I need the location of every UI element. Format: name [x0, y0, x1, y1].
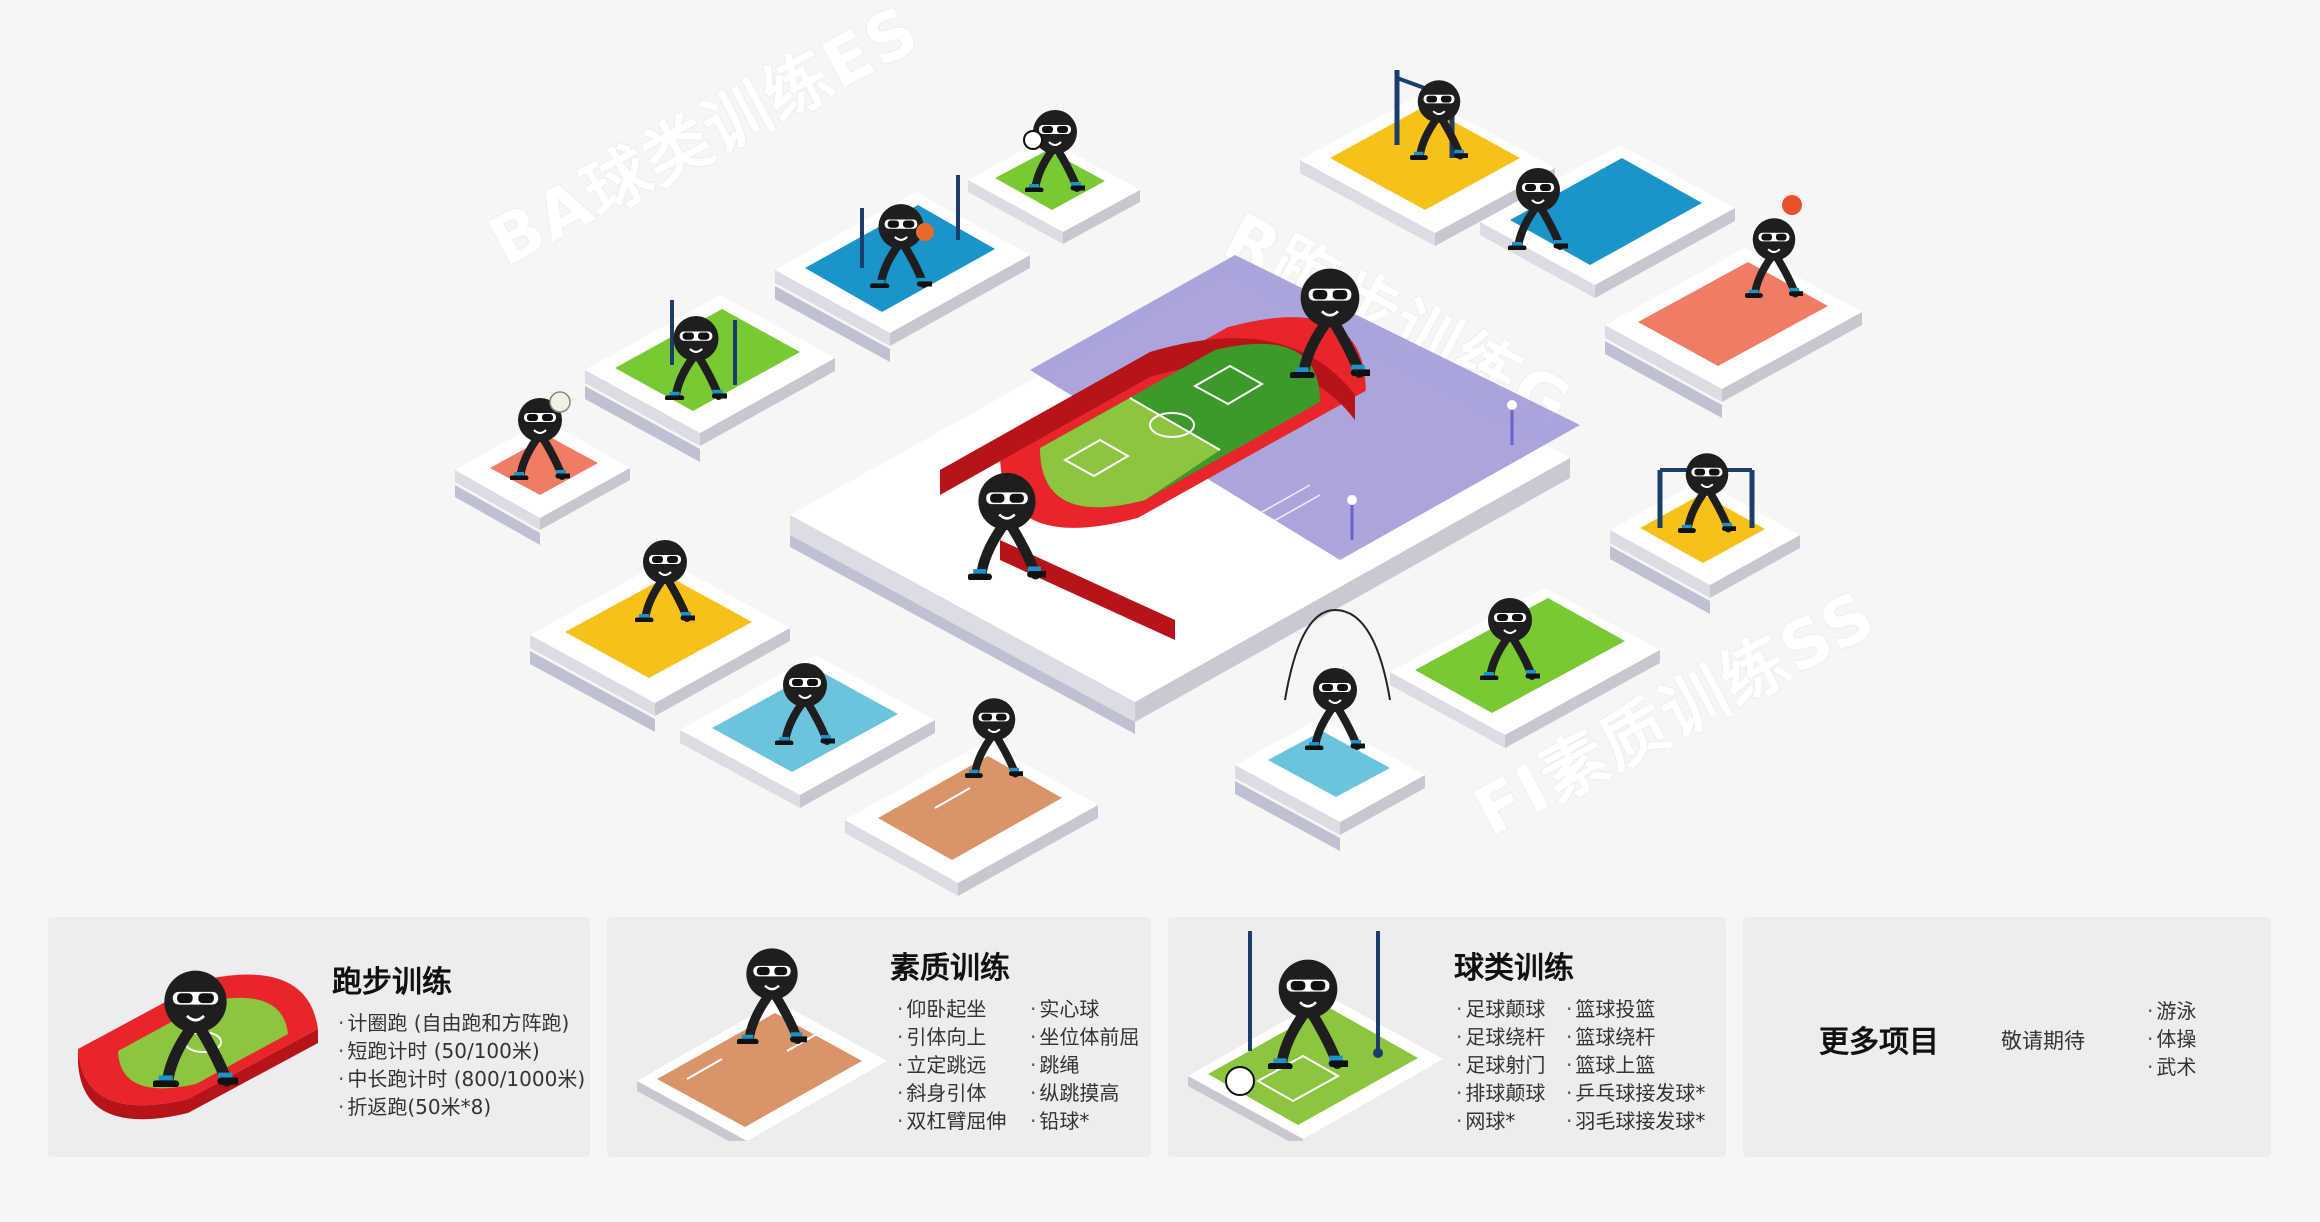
- tile-longjump: [845, 742, 1098, 896]
- list-item: 纵跳摸高: [1030, 1079, 1139, 1107]
- list-item: 游泳: [2147, 997, 2196, 1025]
- list-item: 折返跑(50米*8): [338, 1093, 585, 1121]
- football-icon: [1023, 130, 1043, 150]
- tile-pullup-right: [1610, 480, 1800, 614]
- list-item: 排球颠球: [1456, 1079, 1545, 1107]
- tile-football-dribble: [585, 295, 835, 462]
- football-icon: [1225, 1066, 1255, 1096]
- more-title: 更多项目: [1819, 1025, 1939, 1060]
- list-item: 篮球投篮: [1566, 995, 1705, 1023]
- list-item: 斜身引体: [897, 1079, 1006, 1107]
- tile-jumprope: [1235, 718, 1425, 851]
- tile-shotput: [1605, 248, 1862, 418]
- list-item: 双杠臂屈伸: [897, 1107, 1006, 1135]
- list-item: 篮球上篮: [1566, 1051, 1705, 1079]
- tile-sit-reach: [680, 655, 935, 808]
- list-item: 足球射门: [1456, 1051, 1545, 1079]
- more-items: 游泳 体操 武术: [2147, 997, 2196, 1081]
- card-running-training[interactable]: 跑步训练 计圈跑 (自由跑和方阵跑) 短跑计时 (50/100米) 中长跑计时 …: [48, 917, 590, 1157]
- list-item: 足球绕杆: [1456, 1023, 1545, 1051]
- volleyball-icon: [549, 391, 571, 413]
- tile-volleyball: [455, 420, 630, 545]
- list-item: 羽毛球接发球*: [1566, 1107, 1705, 1135]
- list-item: 中长跑计时 (800/1000米): [338, 1065, 585, 1093]
- fitness-items-col2: 实心球 坐位体前屈 跳绳 纵跳摸高 铅球*: [1030, 995, 1139, 1135]
- list-item: 武术: [2147, 1053, 2196, 1081]
- list-item: 实心球: [1030, 995, 1139, 1023]
- shotput-icon: [1782, 195, 1802, 215]
- basketball-icon: [916, 223, 934, 241]
- list-item: 引体向上: [897, 1023, 1006, 1051]
- ball-items-col2: 篮球投篮 篮球绕杆 篮球上篮 乒乓球接发球* 羽毛球接发球*: [1566, 995, 1705, 1135]
- ball-items-col1: 足球颠球 足球绕杆 足球射门 排球颠球 网球*: [1456, 995, 1545, 1135]
- card-ball-training[interactable]: 球类训练 足球颠球 足球绕杆 足球射门 排球颠球 网球* 篮球投篮 篮球绕杆 篮…: [1168, 917, 1726, 1157]
- tile-vertical-jump: [530, 560, 790, 732]
- list-item: 体操: [2147, 1025, 2196, 1053]
- fitness-items-col1: 仰卧起坐 引体向上 立定跳远 斜身引体 双杠臂屈伸: [897, 995, 1006, 1135]
- list-item: 计圈跑 (自由跑和方阵跑): [338, 1009, 585, 1037]
- running-items: 计圈跑 (自由跑和方阵跑) 短跑计时 (50/100米) 中长跑计时 (800/…: [338, 1009, 585, 1121]
- list-item: 乒乓球接发球*: [1566, 1079, 1705, 1107]
- football-illustration: [1188, 931, 1443, 1141]
- card-fitness-training[interactable]: 素质训练 仰卧起坐 引体向上 立定跳远 斜身引体 双杠臂屈伸 实心球 坐位体前屈…: [607, 917, 1151, 1157]
- running-track: [940, 317, 1366, 640]
- list-item: 网球*: [1456, 1107, 1545, 1135]
- card-fitness-title: 素质训练: [890, 951, 1010, 986]
- card-ball-title: 球类训练: [1454, 951, 1574, 986]
- list-item: 篮球绕杆: [1566, 1023, 1705, 1051]
- list-item: 仰卧起坐: [897, 995, 1006, 1023]
- list-item: 跳绳: [1030, 1051, 1139, 1079]
- card-more-projects[interactable]: 更多项目 敬请期待 游泳 体操 武术: [1743, 917, 2271, 1157]
- isometric-scene: BA球类训练ES R跑步训练G FI素质训练SS: [455, 0, 1888, 896]
- running-track-illustration: [78, 939, 318, 1120]
- long-jump-illustration: [637, 931, 887, 1141]
- card-running-title: 跑步训练: [332, 965, 452, 1000]
- list-item: 坐位体前屈: [1030, 1023, 1139, 1051]
- list-item: 足球颠球: [1456, 995, 1545, 1023]
- tile-juggle: [968, 138, 1140, 244]
- list-item: 短跑计时 (50/100米): [338, 1037, 585, 1065]
- list-item: 铅球*: [1030, 1107, 1139, 1135]
- list-item: 立定跳远: [897, 1051, 1006, 1079]
- tile-basketball: [775, 192, 1030, 362]
- more-subtitle: 敬请期待: [2001, 1029, 2085, 1053]
